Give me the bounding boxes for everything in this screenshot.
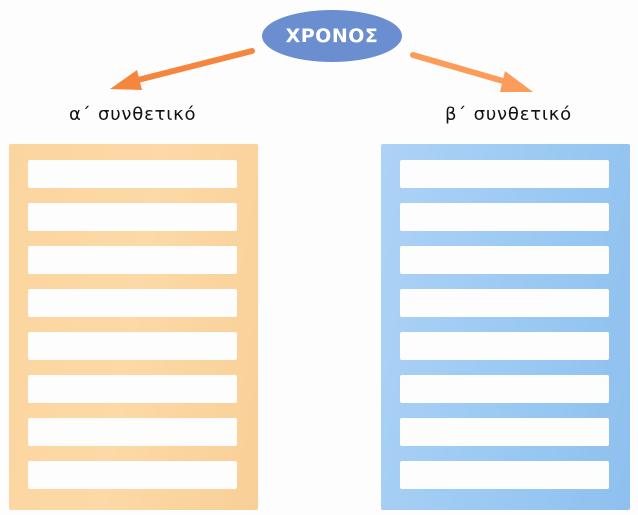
arrow-left-icon xyxy=(110,48,255,90)
time-title: ΧΡΟΝΟΣ xyxy=(285,25,379,47)
answer-field[interactable] xyxy=(400,461,609,489)
first-component-panel xyxy=(9,144,258,510)
answer-field[interactable] xyxy=(28,418,237,446)
second-component-label: β΄ συνθετικό xyxy=(445,104,572,125)
answer-field[interactable] xyxy=(28,160,237,188)
answer-field[interactable] xyxy=(400,375,609,403)
arrow-right-icon xyxy=(410,52,533,92)
answer-field[interactable] xyxy=(28,289,237,317)
answer-field[interactable] xyxy=(400,160,609,188)
time-concept-ellipse: ΧΡΟΝΟΣ xyxy=(262,10,402,62)
answer-field[interactable] xyxy=(400,418,609,446)
answer-field[interactable] xyxy=(400,203,609,231)
answer-field[interactable] xyxy=(400,332,609,360)
answer-field[interactable] xyxy=(28,332,237,360)
answer-field[interactable] xyxy=(400,289,609,317)
answer-field[interactable] xyxy=(28,203,237,231)
answer-field[interactable] xyxy=(400,246,609,274)
answer-field[interactable] xyxy=(28,375,237,403)
answer-field[interactable] xyxy=(28,461,237,489)
second-component-panel xyxy=(381,144,630,510)
first-component-label: α΄ συνθετικό xyxy=(69,104,197,125)
answer-field[interactable] xyxy=(28,246,237,274)
